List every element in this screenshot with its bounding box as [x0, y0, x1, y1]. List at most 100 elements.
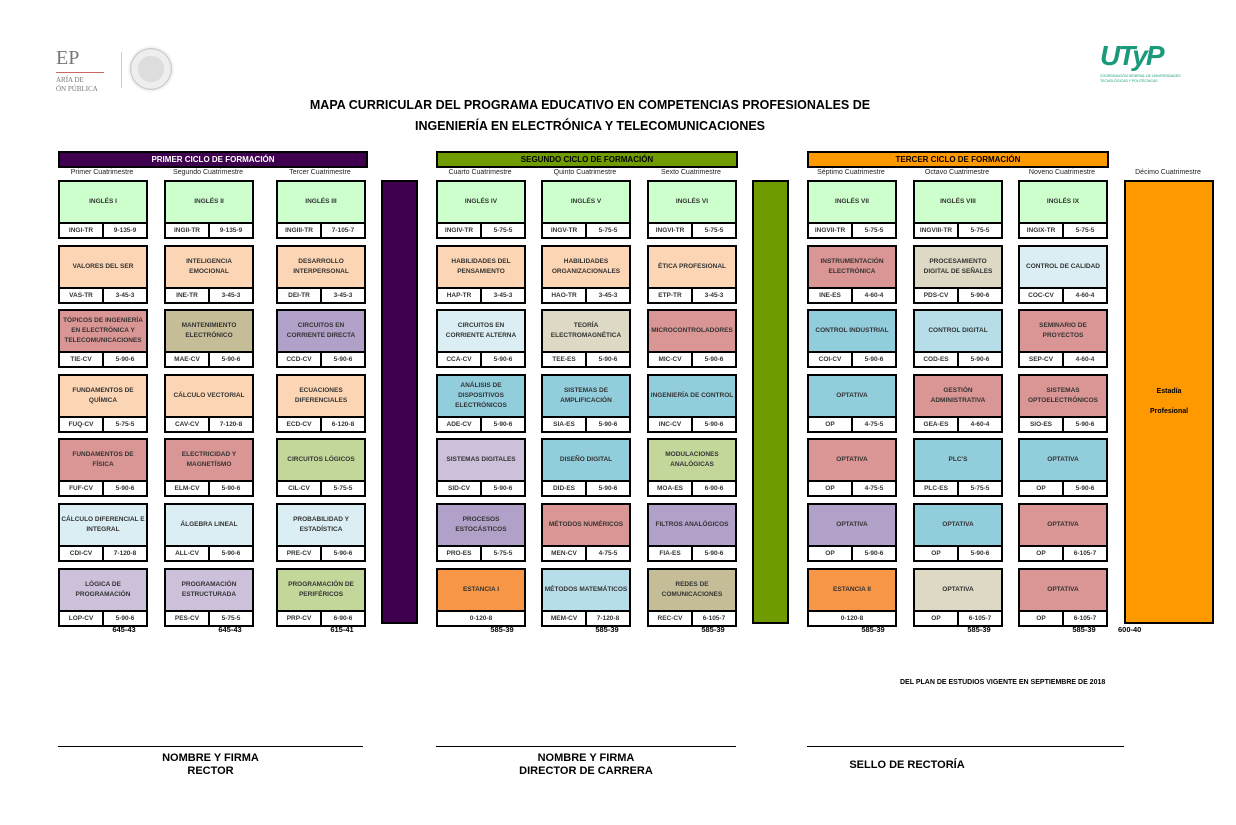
- utp-logo-text: UTyP: [1100, 40, 1165, 71]
- course-code: INC-CV: [658, 421, 682, 428]
- course-code: ETP-TR: [658, 292, 682, 299]
- course-credits: 5-90-6: [851, 547, 895, 560]
- course-title: CIRCUITOS LÓGICOS: [278, 440, 364, 480]
- course-title: OPTATIVA: [1020, 570, 1106, 610]
- course-code: HAO-TR: [551, 292, 577, 299]
- signature-director: NOMBRE Y FIRMA DIRECTOR DE CARRERA: [436, 752, 736, 778]
- course-credits: 5-90-6: [102, 612, 146, 625]
- course-title: TÓPICOS DE INGENIERÍA EN ELECTRÓNICA Y T…: [60, 311, 146, 351]
- course-title: MANTENIMIENTO ELECTRÓNICO: [166, 311, 252, 351]
- course-title: SISTEMAS DIGITALES: [438, 440, 524, 480]
- sep-logo: EP ARÍA DE ÓN PÚBLICA: [40, 40, 190, 100]
- course-credits: 3-45-3: [585, 289, 629, 302]
- course-title: ECUACIONES DIFERENCIALES: [278, 376, 364, 416]
- course-credits: 7-120-8: [208, 418, 252, 431]
- signature-rector: NOMBRE Y FIRMA RECTOR: [58, 752, 363, 778]
- course-code: ECD-CV: [286, 421, 312, 428]
- course-credits: 5-90-6: [585, 418, 629, 431]
- course-credits: 5-75-5: [480, 224, 524, 237]
- course-code: PRE-CV: [286, 550, 312, 557]
- course-credits: 4-60-4: [1062, 353, 1106, 366]
- term-total: 585-39: [490, 625, 514, 634]
- course-credits: 5-90-6: [585, 482, 629, 495]
- course-title: OPTATIVA: [915, 505, 1001, 545]
- course-card[interactable]: TÓPICOS DE INGENIERÍA EN ELECTRÓNICA Y T…: [58, 309, 148, 368]
- term-total: 645-43: [112, 625, 136, 634]
- course-title: SISTEMAS OPTOELECTRÓNICOS: [1020, 376, 1106, 416]
- signature-director-role: DIRECTOR DE CARRERA: [519, 765, 653, 777]
- course-code: PRO-ES: [446, 550, 472, 557]
- course-credits: 5-90-6: [480, 418, 524, 431]
- course-code: LOP-CV: [68, 615, 94, 622]
- course-title: OPTATIVA: [1020, 440, 1106, 480]
